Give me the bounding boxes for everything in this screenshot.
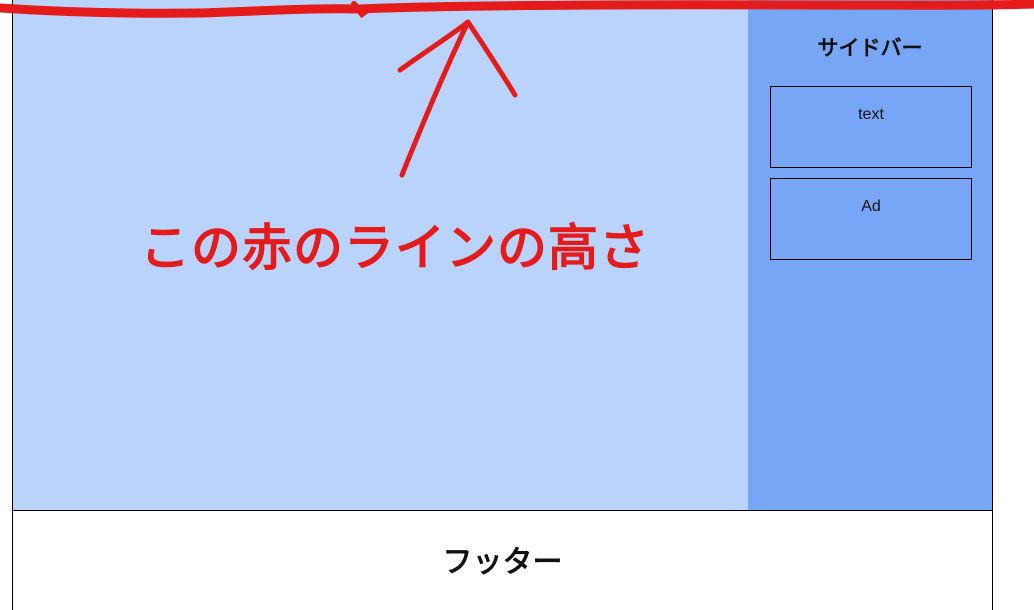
sidebar-title: サイドバー xyxy=(817,36,923,60)
footer-label: フッター xyxy=(442,545,563,580)
main-content-area xyxy=(13,0,748,510)
sidebar-widget-ad: Ad xyxy=(770,178,972,260)
annotation-text: この赤のラインの高さ xyxy=(140,219,650,277)
sidebar: サイドバー text Ad xyxy=(748,0,992,510)
sidebar-widget-text: text xyxy=(770,86,972,168)
sidebar-widget-label: Ad xyxy=(861,198,881,215)
sidebar-widget-label: text xyxy=(858,106,884,123)
footer: フッター xyxy=(13,510,992,610)
layout-frame: サイドバー text Ad フッター xyxy=(12,0,993,610)
